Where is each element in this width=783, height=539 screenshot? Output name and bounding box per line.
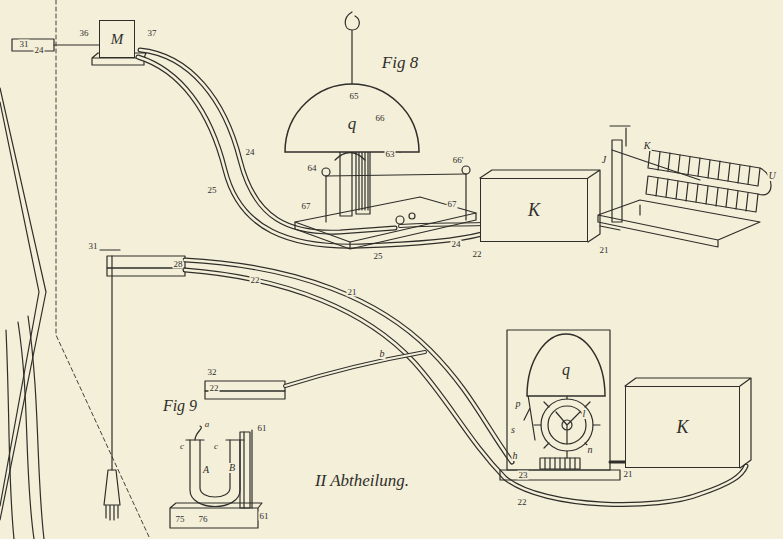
callout-number: 21 — [599, 246, 610, 255]
node-letter: M — [110, 32, 125, 47]
callout-number: 25 — [207, 186, 218, 195]
callout-number: 24 — [451, 240, 462, 249]
callout-number: A — [202, 465, 210, 475]
node-letter: q — [347, 115, 358, 132]
callout-number: 21 — [623, 470, 634, 479]
callout-number: 76 — [198, 515, 209, 524]
callout-number: 25 — [373, 252, 384, 261]
callout-number: 32 — [207, 368, 218, 377]
callout-number: 63 — [385, 150, 396, 159]
plate-edge — [0, 102, 39, 506]
callout-number: 75 — [175, 515, 186, 524]
callout-number: c — [213, 442, 219, 451]
bell-dome: q — [527, 334, 605, 396]
callout-number: 24 — [34, 46, 45, 55]
callout-number: p — [515, 399, 522, 409]
callout-number: 37 — [147, 29, 158, 38]
callout-number: 61 — [259, 512, 270, 521]
hook — [345, 12, 359, 84]
bell-housing — [500, 330, 620, 480]
electromagnet — [598, 126, 771, 247]
callout-number: 22 — [250, 276, 261, 285]
battery-case — [480, 170, 600, 242]
tassel — [104, 470, 120, 520]
terminal-base — [107, 268, 185, 276]
callout-number: 66' — [452, 156, 465, 165]
instrument-box: M — [99, 20, 135, 58]
callout-number: b — [379, 349, 386, 359]
callout-number: U — [767, 171, 776, 181]
terminal — [107, 256, 185, 268]
callout-number: J — [601, 155, 607, 165]
battery-box: K — [625, 386, 740, 468]
node-letter: K — [527, 201, 541, 219]
callout-number: s — [510, 425, 516, 435]
callout-number: 22 — [472, 250, 483, 259]
callout-number: 67 — [447, 200, 458, 209]
cable — [138, 50, 482, 246]
callout-number: h — [512, 451, 519, 461]
battery-case — [625, 378, 751, 468]
rod — [100, 249, 120, 250]
callout-number: 31 — [88, 242, 99, 251]
callout-number: K — [643, 141, 652, 151]
node-letter: q — [561, 362, 571, 378]
wire — [6, 316, 44, 539]
callout-number: c — [179, 442, 185, 451]
callout-number: 23 — [518, 471, 529, 480]
battery-box: K — [480, 178, 588, 242]
callout-number: B — [228, 463, 236, 473]
callout-number: 65 — [349, 92, 360, 101]
callout-number: 61 — [257, 424, 268, 433]
callout-number: 67 — [301, 202, 312, 211]
callout-number: l — [582, 409, 587, 419]
callout-number: 22 — [209, 384, 220, 393]
node-letter: K — [675, 418, 689, 436]
callout-number: 28 — [173, 260, 184, 269]
cable — [185, 260, 746, 505]
figure-caption: Fig 8 — [381, 54, 419, 71]
callout-number: n — [587, 445, 594, 455]
callout-number: 36 — [79, 29, 90, 38]
pull-cord — [111, 256, 112, 470]
figure-caption: II Abtheilung. — [314, 472, 410, 489]
figure-caption: Fig 9 — [162, 398, 198, 414]
callout-number: 31 — [19, 40, 30, 49]
wire — [54, 44, 99, 45]
callout-number: 64 — [307, 164, 318, 173]
callout-number: 24 — [245, 148, 256, 157]
fold-line — [56, 0, 150, 539]
callout-number: a — [204, 420, 211, 429]
callout-number: 66 — [375, 114, 386, 123]
callout-number: 22 — [517, 498, 528, 507]
callout-number: 21 — [347, 288, 358, 297]
fig9-apparatus — [170, 426, 262, 528]
plate-edge — [0, 88, 46, 520]
